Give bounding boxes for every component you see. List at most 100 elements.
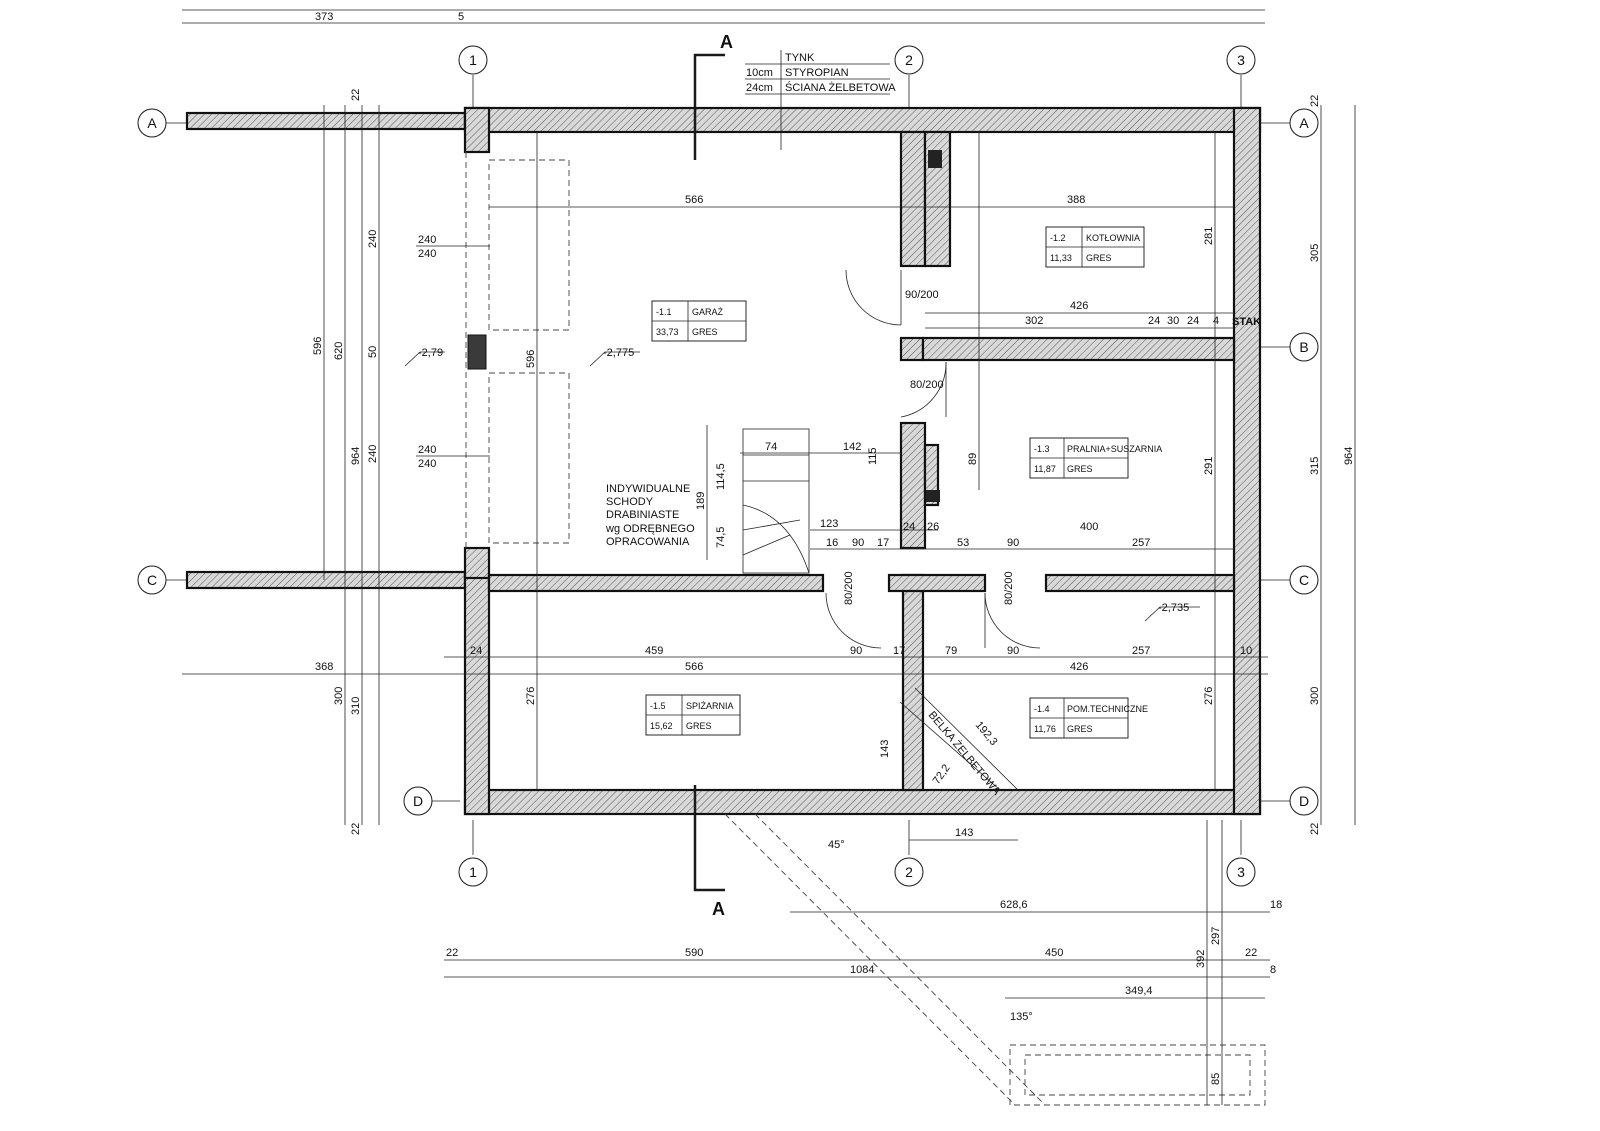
svg-text:A: A — [712, 899, 725, 919]
svg-text:10: 10 — [1240, 645, 1252, 657]
grid-col-3-top: 3 — [1226, 45, 1256, 75]
svg-text:-1.3: -1.3 — [1034, 444, 1050, 454]
grid-col-1-top: 1 — [458, 45, 488, 75]
svg-text:TYNK: TYNK — [785, 52, 815, 64]
svg-text:90: 90 — [850, 645, 862, 657]
grid-row-a-left: A — [137, 108, 167, 138]
stairs — [742, 428, 810, 574]
svg-text:17: 17 — [877, 537, 889, 549]
grid-row-d-right: D — [1289, 786, 1319, 816]
svg-text:B: B — [1299, 339, 1308, 355]
svg-text:10cm: 10cm — [746, 67, 773, 79]
svg-text:-1.4: -1.4 — [1034, 704, 1050, 714]
svg-text:8: 8 — [1270, 964, 1276, 976]
svg-text:22: 22 — [350, 89, 362, 101]
svg-text:C: C — [1299, 572, 1309, 588]
svg-text:22: 22 — [1245, 947, 1257, 959]
svg-text:24: 24 — [1148, 315, 1160, 327]
section-mark-top: A — [693, 32, 733, 160]
svg-text:GRES: GRES — [692, 327, 718, 337]
svg-text:50: 50 — [367, 346, 379, 358]
svg-text:3: 3 — [1237, 864, 1245, 880]
svg-text:291: 291 — [1203, 457, 1215, 475]
svg-text:426: 426 — [1070, 300, 1088, 312]
grid-col-3-bottom: 3 — [1226, 857, 1256, 887]
carport-marks: 240 240 240 240 — [416, 234, 490, 470]
svg-text:26: 26 — [927, 521, 939, 533]
svg-text:24: 24 — [470, 645, 482, 657]
svg-text:115: 115 — [867, 447, 879, 465]
svg-text:24: 24 — [903, 521, 915, 533]
svg-text:22: 22 — [1309, 95, 1321, 107]
grid-row-c-right: C — [1289, 565, 1319, 595]
svg-text:300: 300 — [333, 687, 345, 705]
svg-text:3: 3 — [1237, 52, 1245, 68]
svg-text:GRES: GRES — [1067, 724, 1093, 734]
svg-text:135°: 135° — [1010, 1011, 1033, 1023]
grid-row-c-left: C — [137, 565, 167, 595]
svg-text:PRALNIA+SUSZARNIA: PRALNIA+SUSZARNIA — [1067, 444, 1162, 454]
svg-text:GARAŻ: GARAŻ — [692, 307, 724, 317]
svg-text:22: 22 — [1309, 823, 1321, 835]
svg-text:392: 392 — [1195, 950, 1207, 968]
svg-text:D: D — [1299, 793, 1309, 809]
svg-text:30: 30 — [1167, 315, 1179, 327]
stairs-note: INDYWIDUALNE SCHODY DRABINIASTE wg ODRĘB… — [605, 483, 695, 548]
svg-text:11,33: 11,33 — [1050, 253, 1072, 263]
svg-text:257: 257 — [1132, 537, 1150, 549]
svg-text:2: 2 — [905, 864, 913, 880]
dimension-lines — [182, 9, 1356, 1105]
svg-text:300: 300 — [1309, 687, 1321, 705]
grid-row-a-right: A — [1289, 108, 1319, 138]
svg-text:310: 310 — [350, 697, 362, 715]
svg-text:400: 400 — [1080, 521, 1098, 533]
svg-text:90: 90 — [1007, 645, 1019, 657]
svg-text:566: 566 — [685, 661, 703, 673]
svg-text:15,62: 15,62 — [650, 721, 673, 731]
svg-text:143: 143 — [955, 827, 973, 839]
svg-text:DRABINIASTE: DRABINIASTE — [606, 509, 679, 521]
svg-text:22: 22 — [446, 947, 458, 959]
grid-col-2-top: 2 — [894, 45, 924, 75]
svg-text:STYROPIAN: STYROPIAN — [785, 67, 849, 79]
svg-text:SCHODY: SCHODY — [606, 496, 654, 508]
svg-text:450: 450 — [1045, 947, 1063, 959]
svg-text:368: 368 — [315, 661, 333, 673]
room-boiler: -1.2 KOTŁOWNIA 11,33 GRES — [1045, 226, 1145, 268]
svg-text:590: 590 — [685, 947, 703, 959]
svg-text:240: 240 — [418, 458, 436, 470]
svg-text:18: 18 — [1270, 899, 1282, 911]
svg-text:80/200: 80/200 — [910, 379, 944, 391]
svg-text:596: 596 — [312, 337, 324, 355]
svg-text:240: 240 — [418, 248, 436, 260]
svg-text:GRES: GRES — [686, 721, 712, 731]
svg-text:566: 566 — [685, 194, 703, 206]
svg-text:4: 4 — [1213, 315, 1219, 327]
svg-text:90: 90 — [1007, 537, 1019, 549]
grid-col-2-bottom: 2 — [894, 857, 924, 887]
svg-text:-1.1: -1.1 — [656, 307, 672, 317]
svg-text:17: 17 — [893, 645, 905, 657]
svg-text:5: 5 — [458, 11, 464, 23]
svg-text:349,4: 349,4 — [1125, 985, 1153, 997]
svg-text:C: C — [147, 572, 157, 588]
svg-text:80/200: 80/200 — [1003, 571, 1015, 605]
svg-text:-2,735: -2,735 — [1158, 602, 1189, 614]
svg-text:24cm: 24cm — [746, 82, 773, 94]
svg-text:373: 373 — [315, 11, 333, 23]
svg-text:GRES: GRES — [1067, 464, 1093, 474]
svg-text:426: 426 — [1070, 661, 1088, 673]
svg-text:257: 257 — [1132, 645, 1150, 657]
svg-text:-1.5: -1.5 — [650, 701, 666, 711]
stak-label: STAK — [1232, 316, 1261, 328]
room-technical: -1.4 POM.TECHNICZNE 11,76 GRES — [1029, 697, 1148, 739]
dimension-labels: 373 5 566 388 426 302 24 30 24 4 74 142 … — [312, 11, 1355, 1085]
svg-text:D: D — [413, 793, 423, 809]
svg-text:123: 123 — [820, 518, 838, 530]
svg-text:72,2: 72,2 — [931, 762, 953, 786]
room-laundry: -1.3 PRALNIA+SUSZARNIA 11,87 GRES — [1029, 437, 1162, 479]
svg-text:2: 2 — [905, 52, 913, 68]
grid-row-d-left: D — [403, 786, 433, 816]
grid-col-1-bottom: 1 — [458, 857, 488, 887]
svg-text:281: 281 — [1203, 227, 1215, 245]
